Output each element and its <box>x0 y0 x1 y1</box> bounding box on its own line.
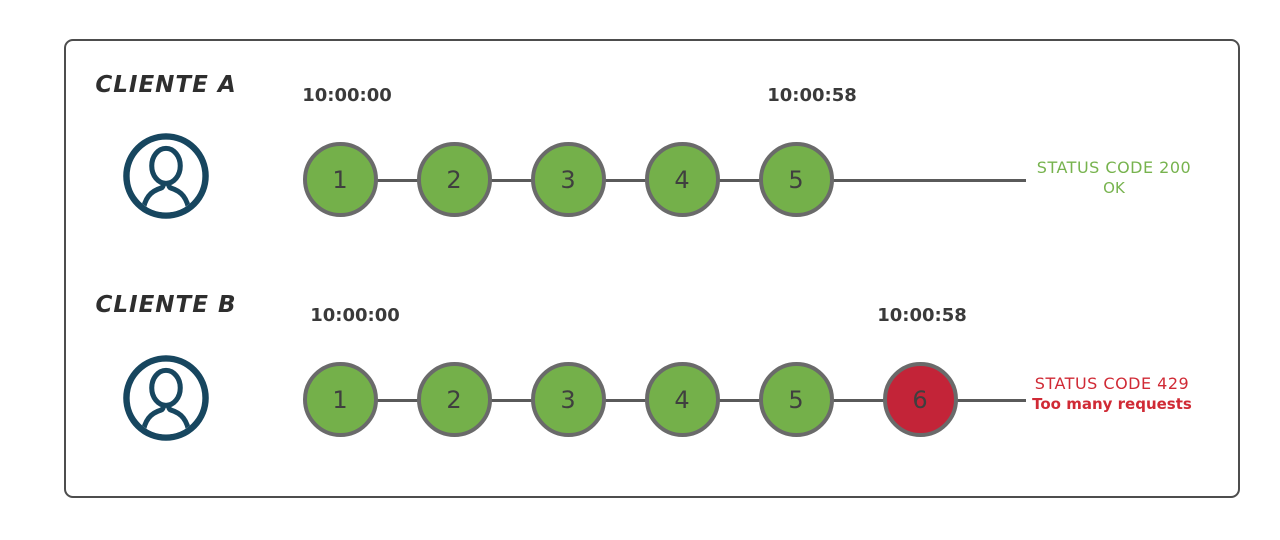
person-icon <box>123 133 209 219</box>
status-message-limited: STATUS CODE 429 Too many requests <box>1022 374 1202 414</box>
end-timestamp: 10:00:58 <box>767 85 857 106</box>
request-circle-4-ok: 4 <box>644 142 720 217</box>
request-circle-1-ok: 1 <box>302 362 378 437</box>
request-circle-4-ok: 4 <box>644 362 720 437</box>
request-circle-5-ok: 5 <box>758 142 834 217</box>
status-code-text: STATUS CODE 429 <box>1034 374 1190 393</box>
client-a-label: CLIENTE A <box>95 72 237 98</box>
client-b-label: CLIENTE B <box>95 292 237 318</box>
request-circle-2-ok: 2 <box>416 142 492 217</box>
request-circle-3-ok: 3 <box>530 142 606 217</box>
status-code-text: STATUS CODE 200 <box>1036 158 1192 177</box>
status-detail-text: Too many requests <box>1032 395 1192 413</box>
request-circle-6-limited: 6 <box>882 362 958 437</box>
client-b-avatar <box>120 352 212 444</box>
request-circle-1-ok: 1 <box>302 142 378 217</box>
request-circle-3-ok: 3 <box>530 362 606 437</box>
client-a-avatar <box>120 130 212 222</box>
start-timestamp: 10:00:00 <box>310 305 400 326</box>
request-circle-2-ok: 2 <box>416 362 492 437</box>
status-detail-text: OK <box>1103 179 1125 197</box>
request-circle-5-ok: 5 <box>758 362 834 437</box>
person-icon <box>123 355 209 441</box>
end-timestamp: 10:00:58 <box>877 305 967 326</box>
start-timestamp: 10:00:00 <box>302 85 392 106</box>
status-message-ok: STATUS CODE 200 OK <box>1028 158 1200 198</box>
